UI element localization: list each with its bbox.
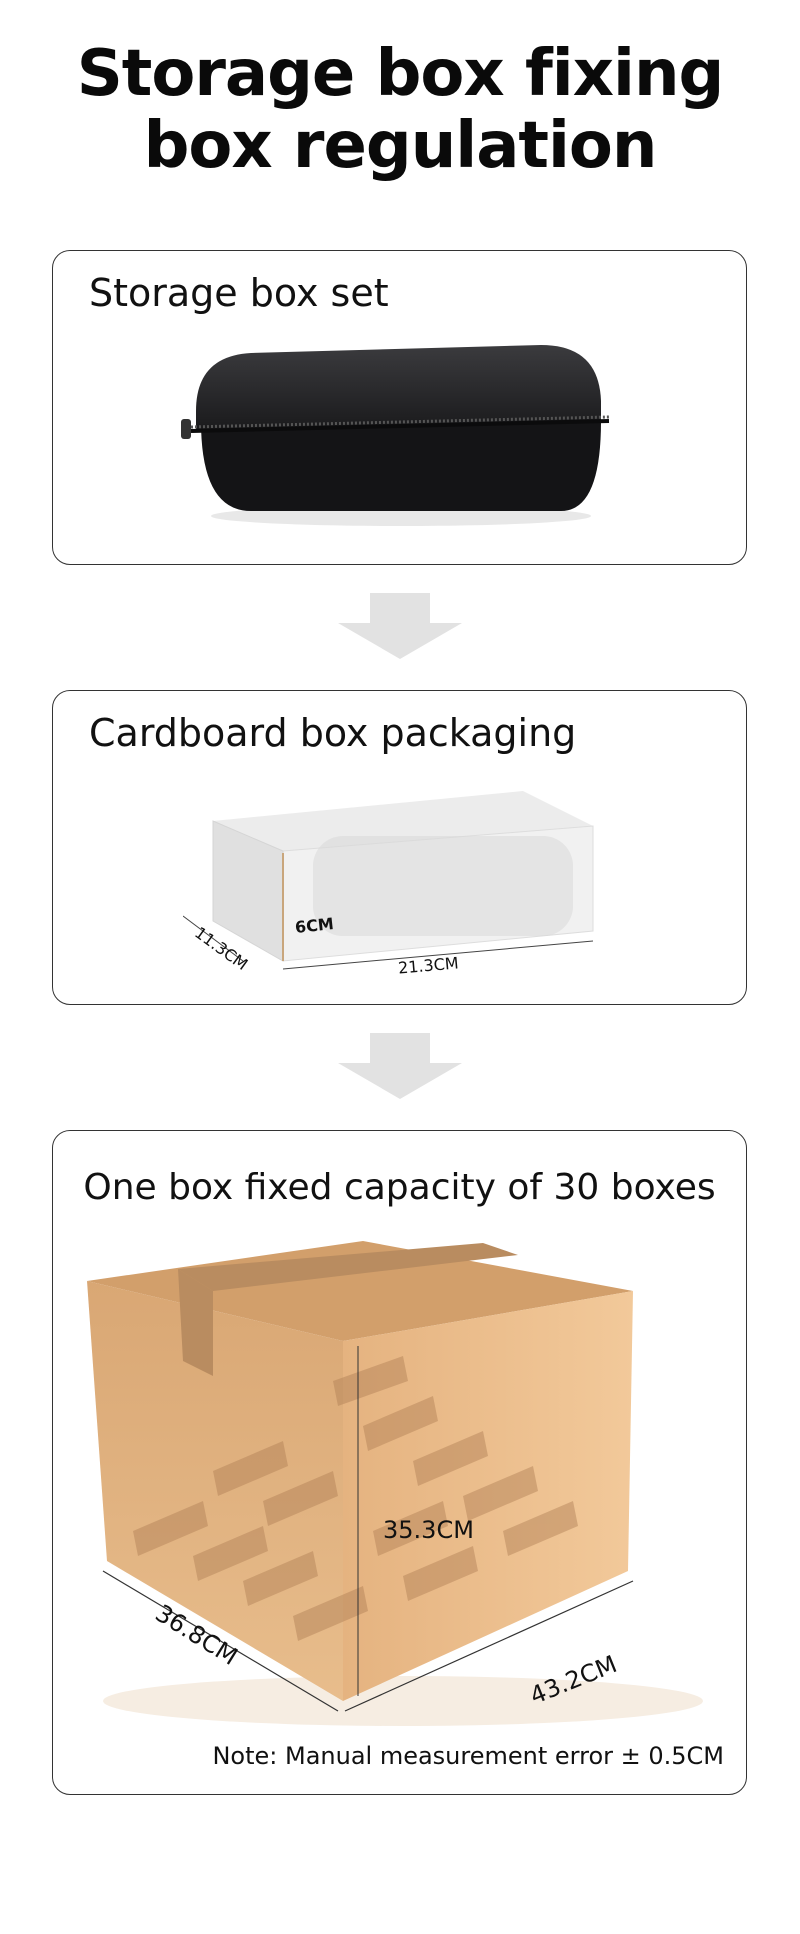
down-arrow-icon xyxy=(338,593,462,659)
panel-title: One box fixed capacity of 30 boxes xyxy=(83,1167,716,1208)
down-arrow-icon xyxy=(338,1033,462,1099)
cardboard-packaging-panel: Cardboard box packaging 6CM 11.3CM 21.3C… xyxy=(52,690,747,1005)
carton-box-image xyxy=(83,1231,723,1735)
storage-box-set-panel: Storage box set xyxy=(52,250,747,565)
dim-height-label: 35.3CM xyxy=(383,1516,474,1544)
storage-case-image xyxy=(181,331,621,535)
packaging-box-image xyxy=(182,781,603,1004)
page-title-line-1: Storage box fixing xyxy=(76,37,725,111)
panel-title: Storage box set xyxy=(89,271,389,315)
dim-height-label: 6CM xyxy=(294,914,335,937)
measurement-note: Note: Manual measurement error ± 0.5CM xyxy=(212,1742,724,1770)
page-title: Storage box fixing box regulation xyxy=(0,38,800,182)
shipping-carton-panel: One box fixed capacity of 30 boxes xyxy=(52,1130,747,1795)
page-title-line-2: box regulation xyxy=(143,109,658,183)
panel-title: Cardboard box packaging xyxy=(89,711,577,755)
